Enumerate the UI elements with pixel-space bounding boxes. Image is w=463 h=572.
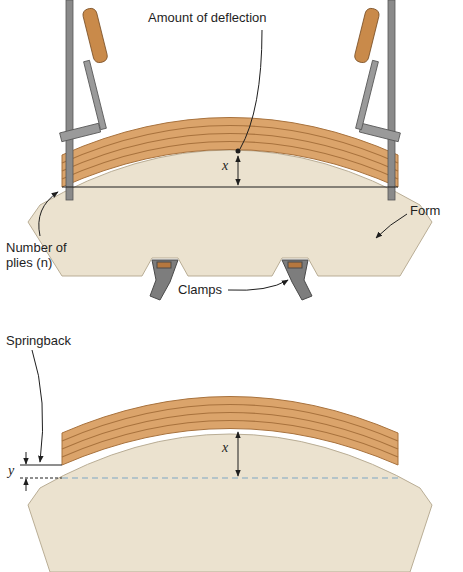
original-chord-dashed <box>62 477 398 478</box>
lower-clamps <box>150 260 312 300</box>
dimension-variable: x <box>222 440 228 455</box>
leader-line <box>39 192 58 236</box>
callout-label: Number of plies (n) <box>6 240 88 270</box>
leader-line <box>240 30 262 149</box>
ply-lines <box>62 126 398 180</box>
deflection-dimension <box>238 432 239 476</box>
leader-line <box>32 350 43 462</box>
dimension-variable: y <box>8 463 14 478</box>
part-label: Clamps <box>178 282 222 297</box>
chord-line <box>62 187 398 188</box>
deflection-dot <box>236 149 241 154</box>
plies-stack <box>62 118 398 188</box>
ply-lines <box>62 405 398 458</box>
part-label: Form <box>410 203 440 218</box>
callout-label: Amount of deflection <box>148 10 267 25</box>
plies-stack <box>62 397 398 466</box>
leader-line <box>376 214 407 238</box>
dimension-variable: x <box>222 158 228 173</box>
callout-label: Springback <box>6 333 71 348</box>
deflection-dimension <box>238 156 239 185</box>
leader-line <box>228 280 288 290</box>
top-clamps <box>60 0 401 200</box>
